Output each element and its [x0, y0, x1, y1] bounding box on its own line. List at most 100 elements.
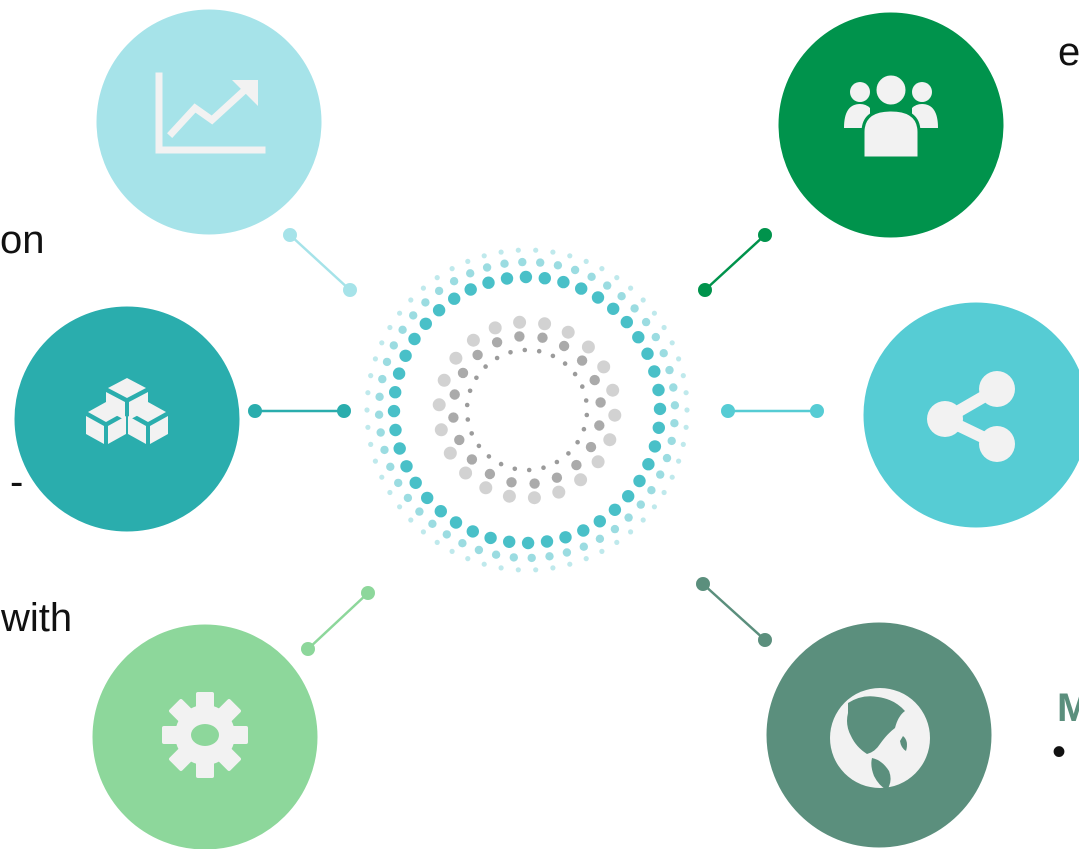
cubes-icon	[86, 378, 168, 444]
hub-dot	[608, 408, 622, 422]
hub-dot	[398, 325, 407, 334]
hub-dot	[415, 507, 424, 516]
hub-dot	[670, 401, 680, 410]
hub-dot	[617, 292, 626, 301]
connector-growth	[283, 228, 357, 297]
central-dotted-ring-logo	[364, 247, 690, 573]
hub-dot	[669, 383, 678, 392]
hub-dot	[570, 265, 580, 275]
hub-dot	[494, 355, 500, 361]
hub-dot	[580, 384, 585, 389]
hub-dot	[522, 347, 528, 353]
hub-dot	[509, 553, 518, 562]
hub-dot	[365, 424, 371, 430]
hub-dot	[669, 340, 675, 346]
hub-dot	[587, 272, 596, 281]
hub-dot	[599, 548, 605, 555]
connector-settings	[301, 586, 375, 656]
hub-dot	[365, 390, 371, 396]
hub-dot	[484, 531, 497, 545]
hub-dot	[484, 468, 496, 480]
hub-dot	[474, 545, 484, 555]
hub-dot	[434, 539, 440, 546]
hub-dot	[676, 356, 682, 362]
share-icon	[927, 371, 1015, 462]
left-text-fragment-2: -	[10, 460, 24, 504]
hub-dot	[614, 539, 620, 546]
hub-dot	[652, 383, 665, 397]
hub-dot	[680, 373, 686, 379]
hub-dot	[389, 423, 402, 437]
hub-dot	[458, 539, 467, 548]
hub-dot	[457, 367, 469, 379]
hub-dot	[684, 407, 690, 413]
hub-dot	[550, 353, 556, 359]
hub-dot	[583, 258, 589, 264]
hub-dot	[464, 402, 470, 408]
hub-dot	[409, 311, 418, 320]
hub-dot	[434, 423, 448, 437]
hub-dot	[448, 412, 459, 423]
hub-dot	[579, 542, 588, 551]
node-team	[775, 9, 1007, 241]
hub-dot	[421, 491, 434, 505]
hub-dot	[680, 441, 686, 447]
hub-dot	[529, 478, 540, 489]
hub-dot	[557, 275, 570, 289]
hub-dot	[432, 304, 446, 317]
hub-dot	[550, 249, 556, 255]
hub-dot	[652, 421, 665, 434]
hub-dot	[559, 531, 572, 544]
hub-dot	[583, 556, 589, 562]
hub-dot	[466, 525, 479, 538]
hub-dot	[552, 485, 566, 499]
hub-dot	[397, 504, 403, 510]
hub-dot	[553, 261, 563, 270]
hub-dot	[491, 550, 501, 559]
hub-dot	[491, 337, 503, 348]
hub-dot	[419, 317, 432, 330]
hub-dot	[408, 517, 414, 523]
hub-dot	[512, 466, 518, 472]
globe-icon	[830, 688, 930, 790]
hub-dot	[640, 297, 646, 303]
hub-dot	[403, 493, 413, 503]
hub-dot	[575, 439, 580, 445]
hub-dot	[656, 470, 665, 479]
hub-dot	[551, 472, 563, 483]
hub-dot	[434, 286, 444, 296]
hub-dot	[591, 455, 605, 469]
hub-dot	[648, 365, 661, 378]
hub-dot	[449, 389, 460, 400]
hub-dot	[482, 276, 495, 289]
hub-dot	[420, 285, 426, 291]
hub-dot	[683, 390, 689, 396]
hub-dot	[536, 348, 542, 354]
hub-dot	[483, 364, 488, 369]
hub-dot	[571, 459, 582, 471]
hub-dot	[476, 443, 482, 449]
connector-blocks	[248, 404, 351, 418]
hub-dot	[382, 357, 392, 367]
hub-dot	[449, 277, 459, 286]
hub-dot	[498, 461, 504, 467]
connector-global	[696, 577, 772, 647]
hub-dot	[394, 478, 403, 488]
hub-dot	[448, 292, 461, 305]
hub-dot	[387, 404, 401, 418]
hub-dot	[434, 505, 447, 518]
hub-dot	[610, 524, 620, 534]
right-bottom-heading-fragment: M	[1057, 686, 1079, 730]
hub-dot	[597, 360, 611, 374]
hub-dot	[584, 412, 590, 418]
hub-dot	[500, 259, 509, 268]
hub-dot	[536, 258, 545, 267]
hub-dot	[537, 332, 548, 343]
hub-dot	[651, 310, 658, 316]
hub-dot	[608, 503, 622, 516]
hub-dot	[472, 349, 483, 361]
hub-dot	[648, 440, 662, 453]
hub-dot	[642, 458, 655, 471]
hub-dot	[624, 513, 633, 522]
